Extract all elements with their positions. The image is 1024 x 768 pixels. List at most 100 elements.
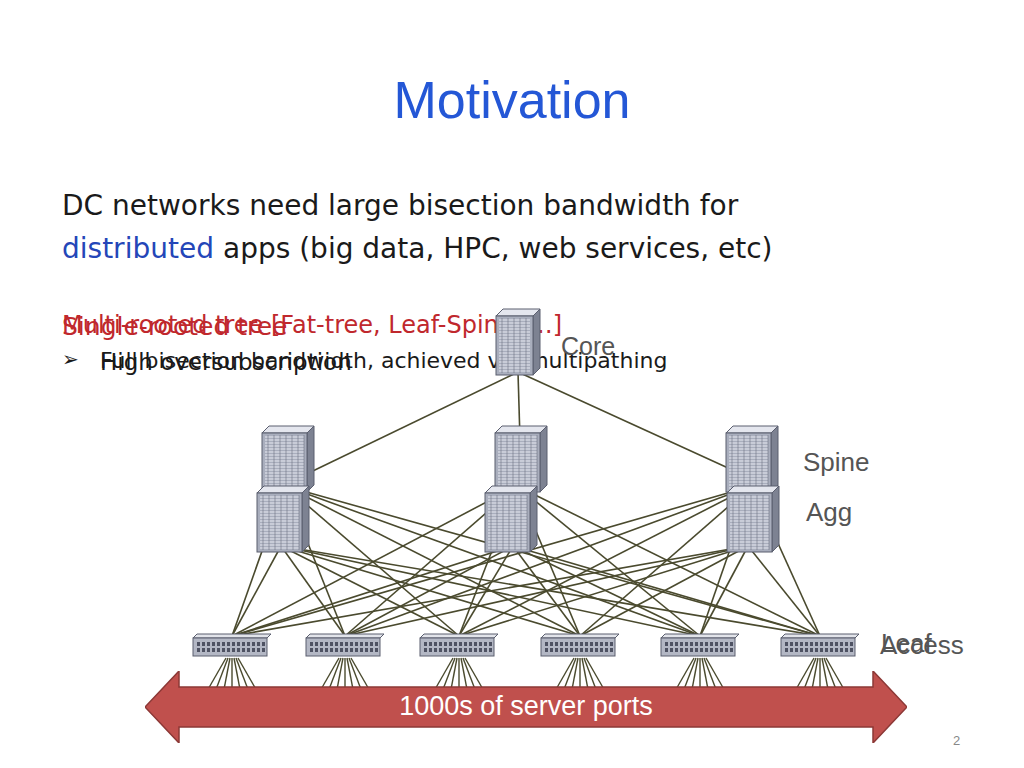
switch-front <box>262 433 307 492</box>
switch-slot <box>304 435 305 490</box>
switch-port <box>212 642 215 646</box>
switch-port <box>242 642 245 646</box>
switch-slot <box>499 323 530 324</box>
switch-port <box>355 642 358 646</box>
switch-icon <box>496 309 540 375</box>
switch-slot <box>280 435 281 490</box>
switch-port <box>585 648 588 652</box>
switch-port <box>570 642 573 646</box>
switch-port <box>690 648 693 652</box>
switch-port <box>595 648 598 652</box>
switch-port <box>222 648 225 652</box>
switch-front <box>781 638 855 656</box>
switch-port <box>360 642 363 646</box>
switch-slot <box>525 435 526 490</box>
switch-port <box>695 648 698 652</box>
switch-port <box>330 642 333 646</box>
switch-port <box>345 648 348 652</box>
switch-port <box>444 642 447 646</box>
switch-port <box>217 642 220 646</box>
switch-side <box>772 486 779 552</box>
switch-port <box>320 642 323 646</box>
switch-port <box>217 648 220 652</box>
switch-slot <box>499 320 530 321</box>
switch-port <box>365 648 368 652</box>
switch-port <box>439 648 442 652</box>
switch-port <box>610 642 613 646</box>
switch-port <box>850 648 853 652</box>
switch-icon <box>485 486 537 552</box>
switch-port <box>207 642 210 646</box>
link-line <box>518 372 750 478</box>
switch-port <box>262 642 265 646</box>
switch-slot <box>738 435 739 490</box>
switch-port <box>350 642 353 646</box>
switch-port <box>424 642 427 646</box>
switch-port <box>580 648 583 652</box>
switch-port <box>730 648 733 652</box>
switch-port <box>845 642 848 646</box>
switch-slot <box>756 435 757 490</box>
switch-slot <box>769 495 770 550</box>
link-line <box>580 546 748 636</box>
switch-port <box>550 648 553 652</box>
switch-port <box>785 648 788 652</box>
highlight-word: distributed <box>62 235 214 263</box>
leaf-switch-icon <box>306 634 384 656</box>
switch-port <box>670 648 673 652</box>
switch-side <box>533 309 540 375</box>
switch-front <box>495 433 540 492</box>
switch-port <box>202 642 205 646</box>
band-text: 1000s of server ports <box>145 692 907 722</box>
leaf-switch-icon <box>193 634 271 656</box>
switch-port <box>845 648 848 652</box>
switch-port <box>680 642 683 646</box>
switch-port <box>375 648 378 652</box>
topology-heading: Single-rooted tree <box>62 314 288 339</box>
link-line <box>232 486 517 636</box>
switch-slot <box>499 362 530 363</box>
switch-port <box>600 642 603 646</box>
switch-port <box>575 648 578 652</box>
switch-port <box>570 648 573 652</box>
switch-port <box>690 642 693 646</box>
switch-port <box>605 642 608 646</box>
switch-port <box>207 648 210 652</box>
link-line <box>290 372 518 482</box>
page-number: 2 <box>953 734 960 747</box>
switch-port <box>675 648 678 652</box>
switch-slot <box>519 435 520 490</box>
switch-slot <box>757 495 758 550</box>
switch-port <box>575 642 578 646</box>
switch-port <box>345 642 348 646</box>
switch-port <box>580 642 583 646</box>
switch-port <box>720 642 723 646</box>
switch-port <box>257 642 260 646</box>
switch-top <box>495 426 547 433</box>
switch-front <box>726 433 771 492</box>
switch-port <box>439 642 442 646</box>
double-arrow-fill <box>145 671 907 743</box>
switch-port <box>595 642 598 646</box>
link-line <box>748 546 820 636</box>
link-line <box>459 486 752 636</box>
switch-port <box>815 642 818 646</box>
switch-port <box>469 648 472 652</box>
switch-port <box>202 648 205 652</box>
switch-icon <box>495 426 547 492</box>
switch-slot <box>744 435 745 490</box>
switch-port <box>545 642 548 646</box>
leaf-switch-icon <box>541 634 619 656</box>
switch-port <box>474 648 477 652</box>
switch-slot <box>499 338 530 339</box>
switch-port <box>237 648 240 652</box>
switch-port <box>730 642 733 646</box>
switch-port <box>720 648 723 652</box>
switch-port <box>610 648 613 652</box>
switch-slot <box>499 350 530 351</box>
switch-slot <box>269 495 270 550</box>
switch-port <box>434 642 437 646</box>
switch-port <box>710 642 713 646</box>
